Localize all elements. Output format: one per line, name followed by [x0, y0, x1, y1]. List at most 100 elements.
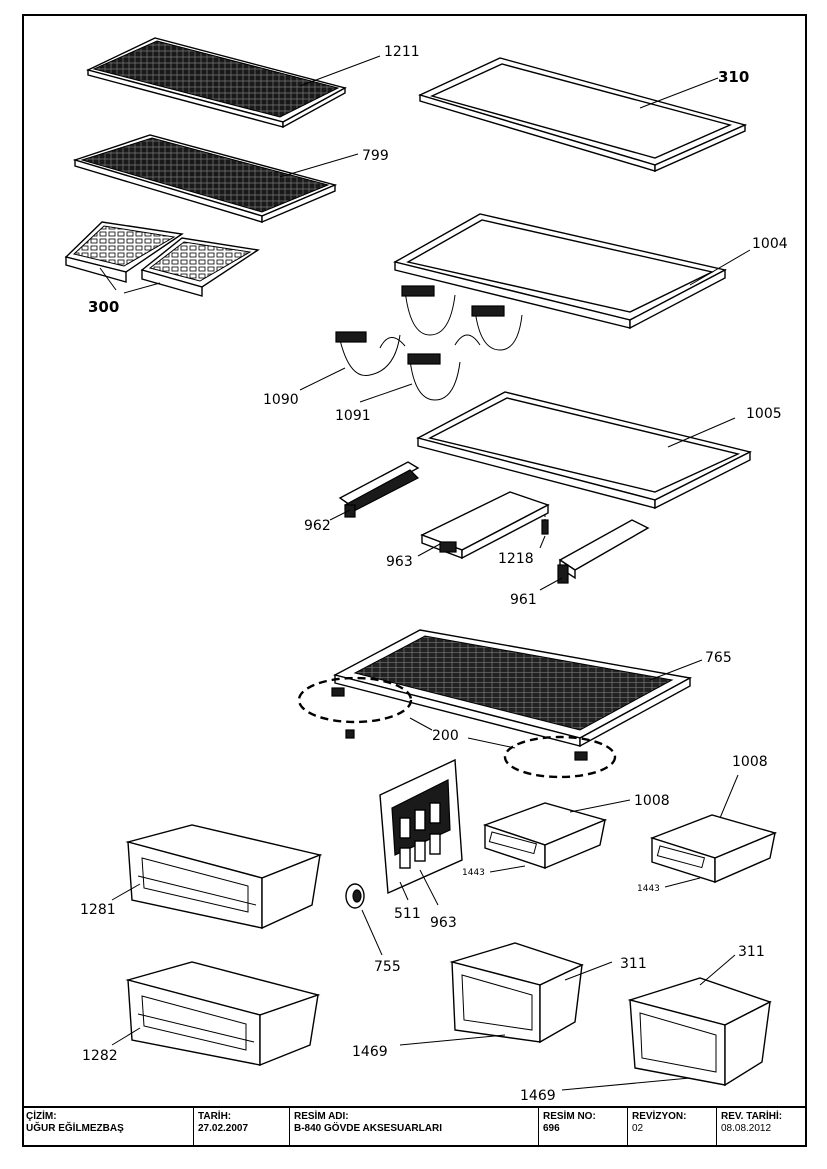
leader-961	[539, 577, 563, 591]
leader-311b	[699, 954, 736, 986]
part-1008-drawer-a	[482, 802, 608, 870]
leader-1090	[299, 367, 346, 391]
part-1090-1091-holders	[335, 285, 523, 401]
rev-tarihi-label: REV. TARİHİ:	[721, 1111, 783, 1122]
callout-1282: 1282	[82, 1048, 118, 1064]
callout-1443-a: 1443	[462, 868, 485, 878]
part-511-panel	[379, 758, 463, 895]
leader-511	[399, 881, 409, 901]
detail-circle-200a	[297, 676, 413, 724]
part-1211-shelf	[85, 37, 347, 129]
cizim-value: UĞUR EĞİLMEZBAŞ	[26, 1123, 124, 1134]
callout-961: 961	[510, 592, 537, 608]
title-block-tarih: TARİH: 27.02.2007	[194, 1108, 290, 1147]
leader-1008b	[719, 774, 739, 819]
part-1281-drawer	[125, 824, 323, 930]
callout-1004: 1004	[752, 236, 788, 252]
title-block-resim-no: RESİM NO: 696	[539, 1108, 628, 1147]
callout-310: 310	[718, 68, 749, 86]
leader-1004	[689, 249, 751, 286]
part-1282-drawer	[125, 961, 321, 1067]
part-310-glass-shelf	[418, 57, 748, 173]
tarih-label: TARİH:	[198, 1111, 232, 1122]
detail-circle-200b	[503, 735, 617, 779]
revizyon-label: REVİZYON:	[632, 1111, 687, 1122]
leader-1218	[539, 535, 546, 549]
callout-963-b: 963	[430, 915, 457, 931]
leader-1469b	[561, 1077, 691, 1091]
leader-962	[329, 509, 351, 521]
callout-962: 962	[304, 518, 331, 534]
part-1218-screw	[541, 515, 549, 535]
leader-200b	[467, 737, 516, 749]
leader-963a	[417, 543, 441, 557]
part-1005-glass-shelf	[416, 391, 753, 510]
part-799-shelf	[72, 134, 338, 224]
leader-200a	[409, 717, 433, 731]
resim-no-label: RESİM NO:	[543, 1111, 596, 1122]
callout-511: 511	[394, 906, 421, 922]
callout-799: 799	[362, 148, 389, 164]
callout-1211: 1211	[384, 44, 420, 60]
callout-200: 200	[432, 728, 459, 744]
revizyon-value: 02	[632, 1123, 644, 1134]
callout-1469-b: 1469	[520, 1088, 556, 1104]
callout-1281: 1281	[80, 902, 116, 918]
title-block-cizim: ÇİZİM: UĞUR EĞİLMEZBAŞ	[22, 1108, 194, 1147]
callout-1443-b: 1443	[637, 884, 660, 894]
callout-1008-b: 1008	[732, 754, 768, 770]
leader-765	[649, 659, 703, 681]
callout-755: 755	[374, 959, 401, 975]
leader-963b	[419, 869, 439, 906]
part-1004-glass-shelf	[393, 213, 727, 330]
callout-311-b: 311	[738, 944, 765, 960]
leader-300a	[99, 267, 117, 291]
callout-300: 300	[88, 298, 119, 316]
leader-1211	[299, 55, 381, 87]
leader-1008a	[569, 799, 631, 813]
part-1469-bin-a	[449, 942, 584, 1044]
title-block-revizyon: REVİZYON: 02	[628, 1108, 717, 1147]
part-962-rail	[338, 461, 420, 518]
tarih-value: 27.02.2007	[198, 1123, 249, 1134]
leader-1469a	[399, 1034, 506, 1046]
rev-tarihi-value: 08.08.2012	[721, 1123, 772, 1134]
callout-963-a: 963	[386, 554, 413, 570]
callout-1005: 1005	[746, 406, 782, 422]
part-755-cap	[345, 883, 365, 909]
leader-755	[361, 909, 383, 956]
callout-1008-a: 1008	[634, 793, 670, 809]
part-200-clips	[331, 687, 588, 761]
title-block-rev-tarihi: REV. TARİHİ: 08.08.2012	[717, 1108, 807, 1147]
leader-300b	[123, 282, 161, 294]
resim-no-value: 696	[543, 1123, 560, 1134]
title-block: ÇİZİM: UĞUR EĞİLMEZBAŞ TARİH: 27.02.2007…	[22, 1106, 807, 1147]
callout-765: 765	[705, 650, 732, 666]
leader-1005	[667, 417, 736, 448]
callout-1218: 1218	[498, 551, 534, 567]
resim-adi-value: B-840 GÖVDE AKSESUARLARI	[294, 1123, 442, 1134]
leader-799	[279, 153, 359, 178]
resim-adi-label: RESİM ADI:	[294, 1111, 349, 1122]
callout-1091: 1091	[335, 408, 371, 424]
leader-1281	[111, 883, 141, 901]
part-1008-drawer-b	[649, 814, 778, 884]
part-963-cover	[420, 491, 550, 560]
drawing-sheet-border	[22, 14, 807, 1147]
leader-1282	[111, 1027, 141, 1046]
part-961-rail	[557, 519, 650, 584]
part-1469-bin-b	[627, 977, 772, 1087]
callout-311-a: 311	[620, 956, 647, 972]
title-block-resim-adi: RESİM ADI: B-840 GÖVDE AKSESUARLARI	[290, 1108, 539, 1147]
part-765-wire-shelf	[333, 629, 693, 748]
callout-1469-a: 1469	[352, 1044, 388, 1060]
leader-1091	[359, 383, 413, 403]
callout-1090: 1090	[263, 392, 299, 408]
cizim-label: ÇİZİM:	[26, 1111, 57, 1122]
leader-310	[639, 77, 719, 109]
leader-1443b	[664, 877, 701, 888]
exploded-parts-drawing: 1211 310 799 1004 300 1090 1091 1005 962…	[64, 37, 788, 1104]
leader-311a	[564, 961, 613, 981]
leader-1443a	[489, 865, 526, 873]
part-300-ice-trays	[64, 221, 260, 297]
